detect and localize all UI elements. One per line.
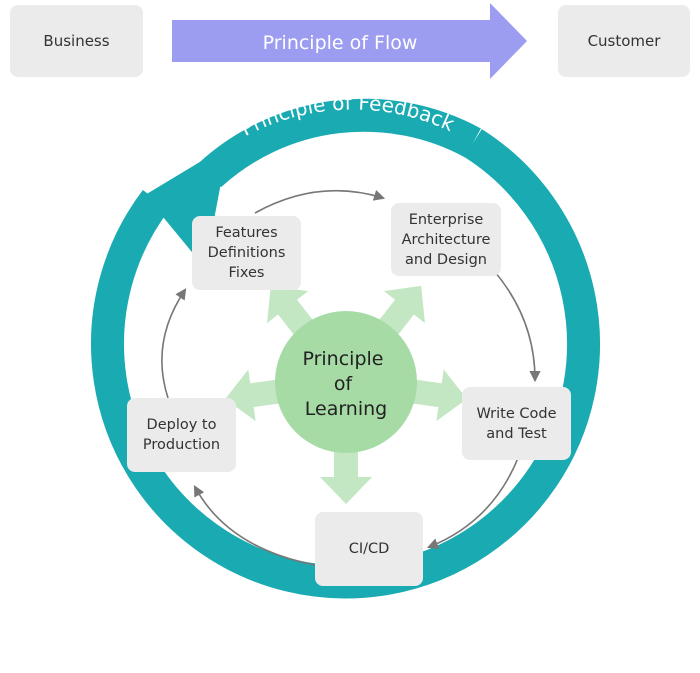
cycle-arrow-code-to-cicd bbox=[426, 457, 519, 549]
business-label: Business bbox=[43, 32, 110, 50]
cycle-step-architecture: Enterprise Architecture and Design bbox=[391, 203, 501, 276]
learning-arrow-left bbox=[225, 369, 291, 421]
cycle-arrow-features-to-architecture bbox=[254, 189, 386, 214]
learning-label: Principle of Learning bbox=[302, 348, 389, 420]
cycle-step-cicd: CI/CD bbox=[315, 512, 423, 586]
business-box: Business bbox=[10, 5, 143, 77]
cycle-step-features: Features Definitions Fixes bbox=[192, 216, 301, 290]
learning-circle bbox=[275, 311, 417, 453]
flow-label: Principle of Flow bbox=[263, 32, 418, 54]
feedback-arrow-body bbox=[198, 98, 481, 188]
cycle-step-architecture-label: Enterprise Architecture and Design bbox=[401, 211, 491, 268]
flow-arrow bbox=[172, 3, 527, 79]
learning-label-line-2: of bbox=[334, 373, 354, 395]
cycle-step-cicd-label: CI/CD bbox=[348, 541, 390, 557]
customer-box: Customer bbox=[558, 5, 690, 77]
customer-label: Customer bbox=[587, 32, 661, 50]
learning-label-line-3: Learning bbox=[305, 398, 388, 420]
learning-label-line-1: Principle bbox=[302, 348, 383, 370]
cycle-step-deploy: Deploy to Production bbox=[127, 398, 236, 472]
cycle-step-write-code-label: Write Code and Test bbox=[476, 405, 557, 442]
cycle-arrow-architecture-to-code bbox=[494, 271, 541, 383]
learning-arrow-right bbox=[401, 369, 467, 421]
cycle-step-features-label: Features Definitions Fixes bbox=[207, 225, 286, 281]
cycle-arrow-cicd-to-deploy bbox=[193, 485, 316, 566]
cycle-step-deploy-label: Deploy to Production bbox=[142, 417, 221, 453]
learning-arrow-down bbox=[320, 440, 372, 504]
cycle-step-write-code: Write Code and Test bbox=[462, 387, 571, 460]
cycle-arrow-deploy-to-features bbox=[161, 288, 187, 399]
